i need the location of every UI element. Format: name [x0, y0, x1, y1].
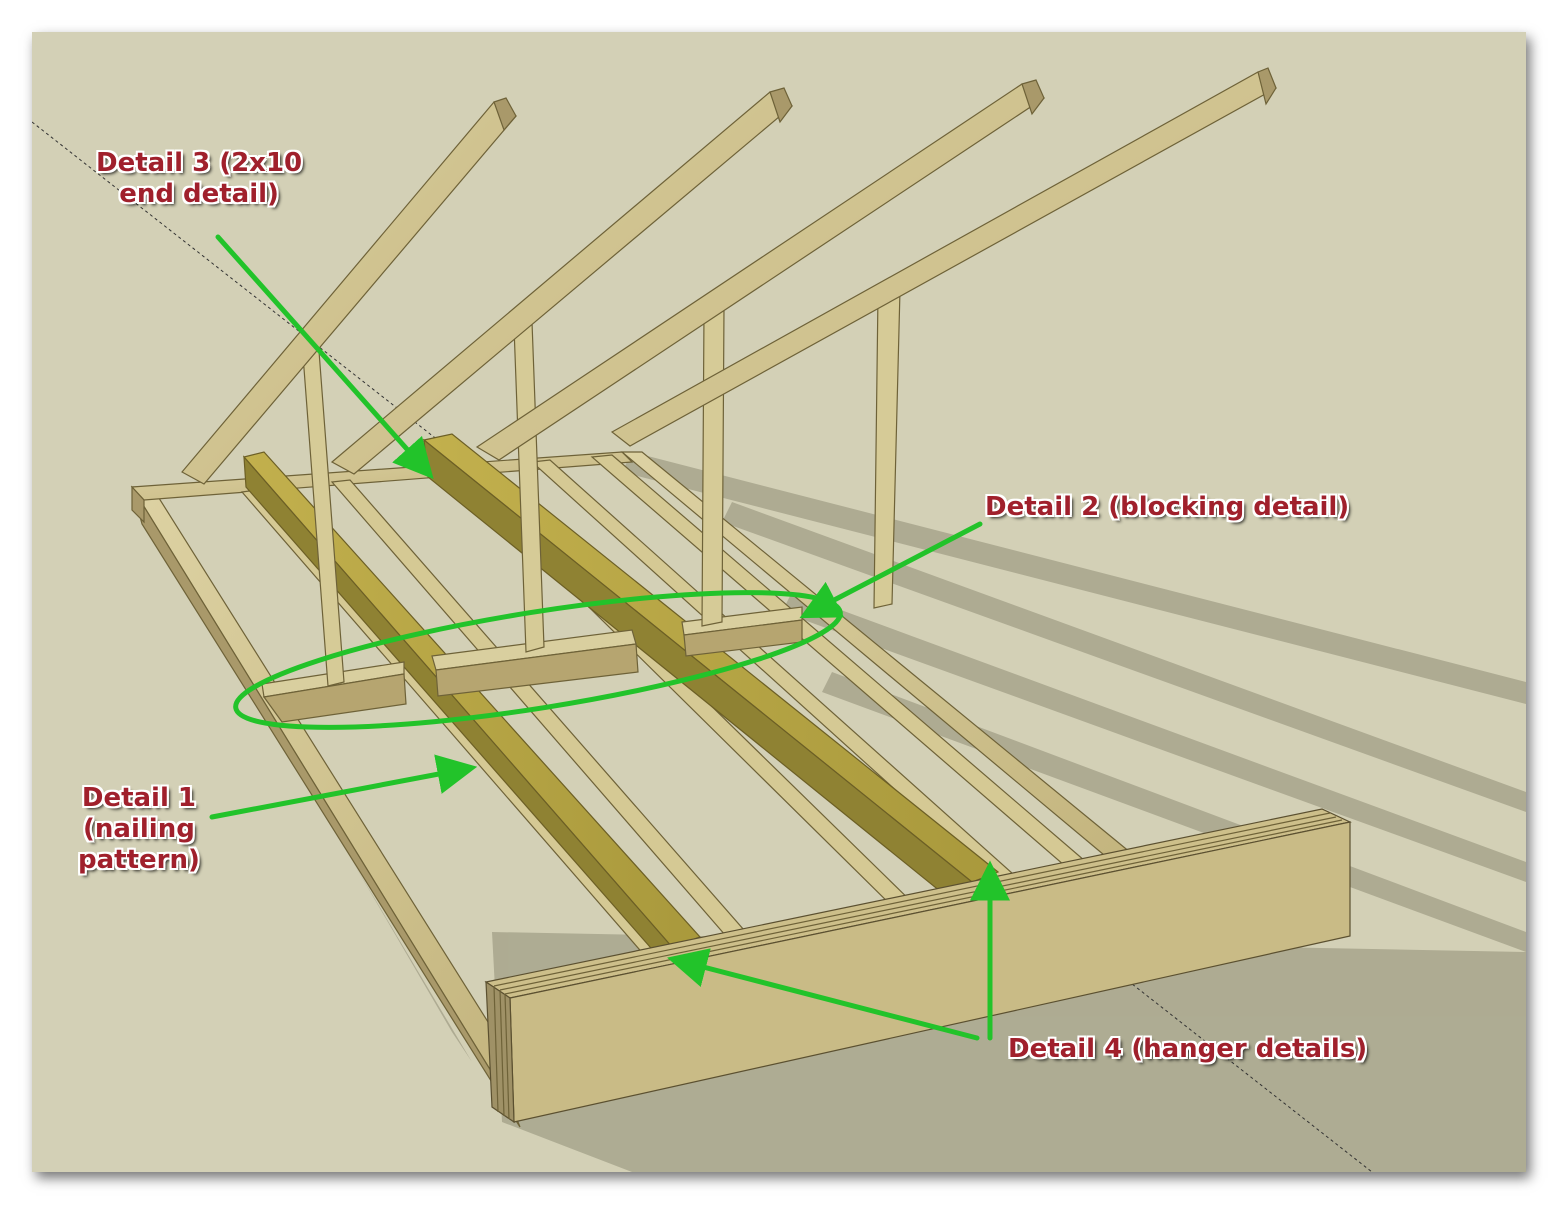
detail4-label: Detail 4 (hanger details)	[1008, 1034, 1367, 1065]
detail4-arrow-left	[667, 948, 980, 1041]
rafter-3-end	[1021, 79, 1045, 116]
rafter-1-end	[493, 97, 517, 132]
detail2-arrow	[799, 521, 983, 619]
blocking	[261, 606, 803, 723]
detail3-label-line1: Detail 3 (2x10	[96, 148, 303, 178]
posts	[301, 289, 901, 687]
framing-model-drawing	[32, 67, 1526, 1172]
guide-line	[32, 121, 1373, 1172]
detail1-label-line1: Detail 1	[81, 783, 197, 813]
header-end	[485, 980, 515, 1124]
post-3	[701, 307, 725, 627]
detail3-label: Detail 3 (2x10 end detail)	[96, 148, 302, 210]
detail2-label: Detail 2 (blocking detail)	[985, 492, 1349, 523]
back-rim-face	[131, 485, 145, 524]
detail1-label-line3: pattern)	[78, 845, 200, 875]
rafter-4-end	[1257, 67, 1277, 106]
detail4-label-text: Detail 4 (hanger details)	[1008, 1034, 1368, 1064]
detail1-label: Detail 1 (nailing pattern)	[78, 783, 200, 876]
rafter-4	[610, 71, 1278, 447]
detail1-arrow	[209, 754, 478, 820]
model-viewport: Detail 3 (2x10 end detail) Detail 2 (blo…	[32, 32, 1526, 1172]
blocking-front-face	[262, 673, 407, 723]
post-4	[873, 289, 901, 609]
rafter-2-end	[769, 87, 793, 124]
detail1-label-line2: (nailing	[83, 814, 195, 844]
detail2-label-text: Detail 2 (blocking detail)	[985, 492, 1350, 522]
detail3-arrow	[215, 234, 434, 480]
detail3-label-line2: end detail)	[119, 179, 279, 209]
annotations	[209, 234, 1010, 1041]
rafters	[181, 67, 1278, 485]
blocking-mid-face	[435, 643, 639, 697]
